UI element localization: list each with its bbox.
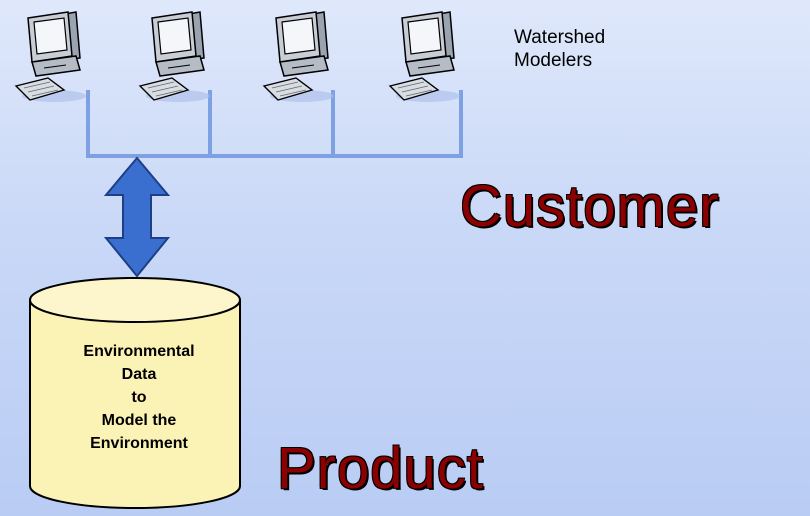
database-label-line: Environmental — [83, 343, 195, 360]
computer-icon — [15, 11, 87, 103]
product-label: Product — [277, 436, 484, 501]
database-label-line: Data — [121, 366, 157, 383]
modelers-label-line: Watershed — [514, 27, 606, 48]
computer-icon — [139, 11, 211, 103]
database-label: Environmental Data to Model the Environm… — [34, 340, 244, 455]
computer-icon — [389, 11, 461, 103]
modelers-label: Watershed Modelers — [514, 26, 664, 72]
customer-label: Customer — [460, 174, 720, 239]
computer-icon — [263, 11, 335, 103]
modelers-label-line: Modelers — [514, 50, 593, 71]
database-icon — [29, 277, 241, 509]
database-label-line: to — [131, 389, 147, 406]
database-label-line: Environment — [90, 435, 188, 452]
database-label-line: Model the — [101, 412, 177, 429]
network-bus — [86, 90, 463, 158]
double-arrow-icon — [103, 156, 171, 278]
